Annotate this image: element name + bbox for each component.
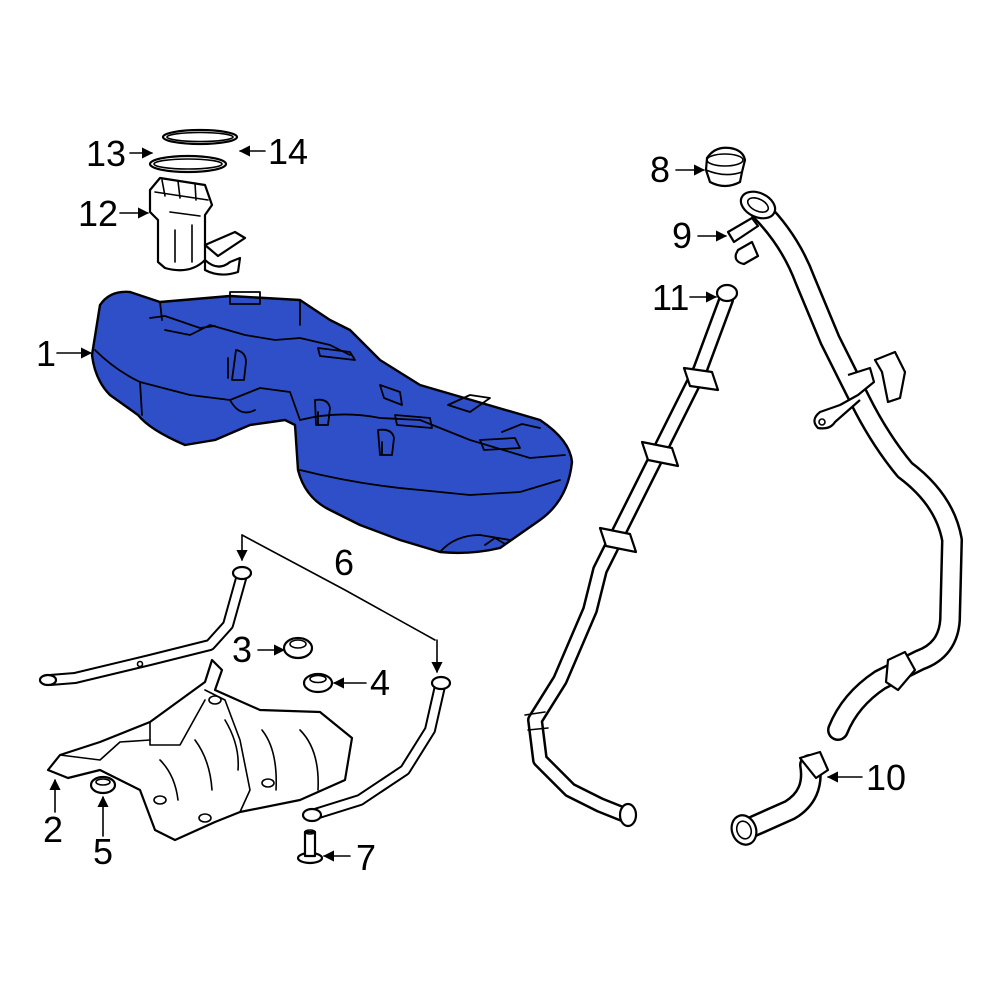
- part-5-grommet[interactable]: [89, 775, 117, 795]
- part-11-vent-tube[interactable]: [524, 283, 739, 828]
- callout-13: 13: [86, 133, 126, 174]
- part-9-filler-neck[interactable]: [726, 187, 963, 741]
- part-3-grommet[interactable]: [282, 636, 314, 660]
- callout-8: 8: [650, 149, 670, 190]
- callout-6: 6: [334, 542, 354, 583]
- callout-3: 3: [232, 629, 252, 670]
- callout-4: 4: [370, 662, 390, 703]
- callout-2: 2: [43, 809, 63, 850]
- part-6-tank-straps[interactable]: [38, 565, 452, 823]
- part-12-fuel-pump-module[interactable]: [148, 176, 247, 276]
- strap-bracket-lines: [236, 534, 443, 674]
- callout-7: 7: [356, 837, 376, 878]
- part-8-cap[interactable]: [704, 146, 747, 188]
- part-2-heat-shield[interactable]: [46, 658, 354, 842]
- callout-5: 5: [93, 831, 113, 872]
- callout-1: 1: [36, 333, 56, 374]
- part-7-bolt[interactable]: [296, 829, 324, 865]
- part-13-seal-ring[interactable]: [148, 154, 228, 174]
- part-10-filler-hose[interactable]: [728, 750, 830, 848]
- callout-10: 10: [866, 757, 906, 798]
- part-1-fuel-tank[interactable]: [90, 290, 574, 555]
- part-14-seal-ring[interactable]: [161, 128, 239, 146]
- callout-14: 14: [268, 131, 308, 172]
- part-4-grommet[interactable]: [302, 672, 334, 694]
- leader-arrows: [49, 145, 863, 862]
- callout-11: 11: [652, 277, 689, 318]
- callout-9: 9: [672, 215, 692, 256]
- callout-12: 12: [78, 193, 118, 234]
